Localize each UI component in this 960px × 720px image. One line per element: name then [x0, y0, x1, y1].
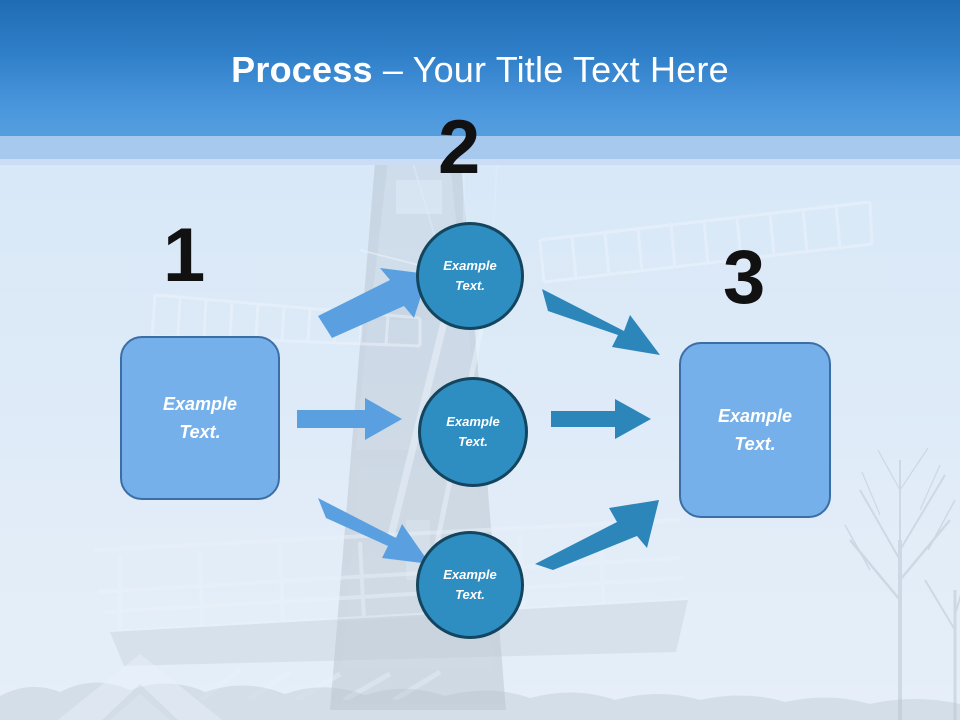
input-box-left[interactable]: Example Text.	[120, 336, 280, 500]
step-number-3: 3	[723, 235, 765, 320]
arrow-circle-top-to-box[interactable]	[542, 285, 667, 357]
arrow-circle-bottom-to-box[interactable]	[535, 498, 665, 570]
slide-header-bar	[0, 0, 960, 136]
arrow-box-to-circle-middle[interactable]	[297, 398, 402, 440]
arrow-box-to-circle-top[interactable]	[318, 268, 438, 340]
page-title-bold: Process	[231, 49, 373, 90]
arrow-circle-middle-to-box[interactable]	[551, 398, 651, 440]
step-number-1: 1	[163, 213, 205, 298]
step-number-2: 2	[438, 105, 480, 190]
page-title-separator: –	[372, 49, 413, 90]
output-box-right-line1: Example	[717, 406, 793, 426]
input-box-left-line1: Example	[162, 394, 238, 414]
process-circle-top-line2: Text.	[455, 278, 485, 293]
snow-covered-roof	[40, 640, 240, 720]
header-accent-band-light	[0, 159, 960, 165]
header-accent-band	[0, 136, 960, 159]
output-box-right-line2: Text.	[734, 434, 776, 454]
process-circle-middle-line1: Example	[446, 414, 500, 429]
process-circle-bottom-line2: Text.	[455, 587, 485, 602]
process-circle-middle-line2: Text.	[458, 434, 488, 449]
page-title: Process – Your Title Text Here	[0, 48, 960, 92]
process-circle-top[interactable]: Example Text.	[416, 222, 524, 330]
input-box-left-line2: Text.	[179, 422, 221, 442]
process-circle-top-line1: Example	[443, 258, 497, 273]
process-circle-bottom[interactable]: Example Text.	[416, 531, 524, 639]
arrow-box-to-circle-bottom[interactable]	[318, 492, 438, 567]
process-circle-bottom-line1: Example	[443, 567, 497, 582]
page-title-rest: Your Title Text Here	[412, 49, 729, 90]
process-circle-middle[interactable]: Example Text.	[418, 377, 528, 487]
output-box-right[interactable]: Example Text.	[679, 342, 831, 518]
